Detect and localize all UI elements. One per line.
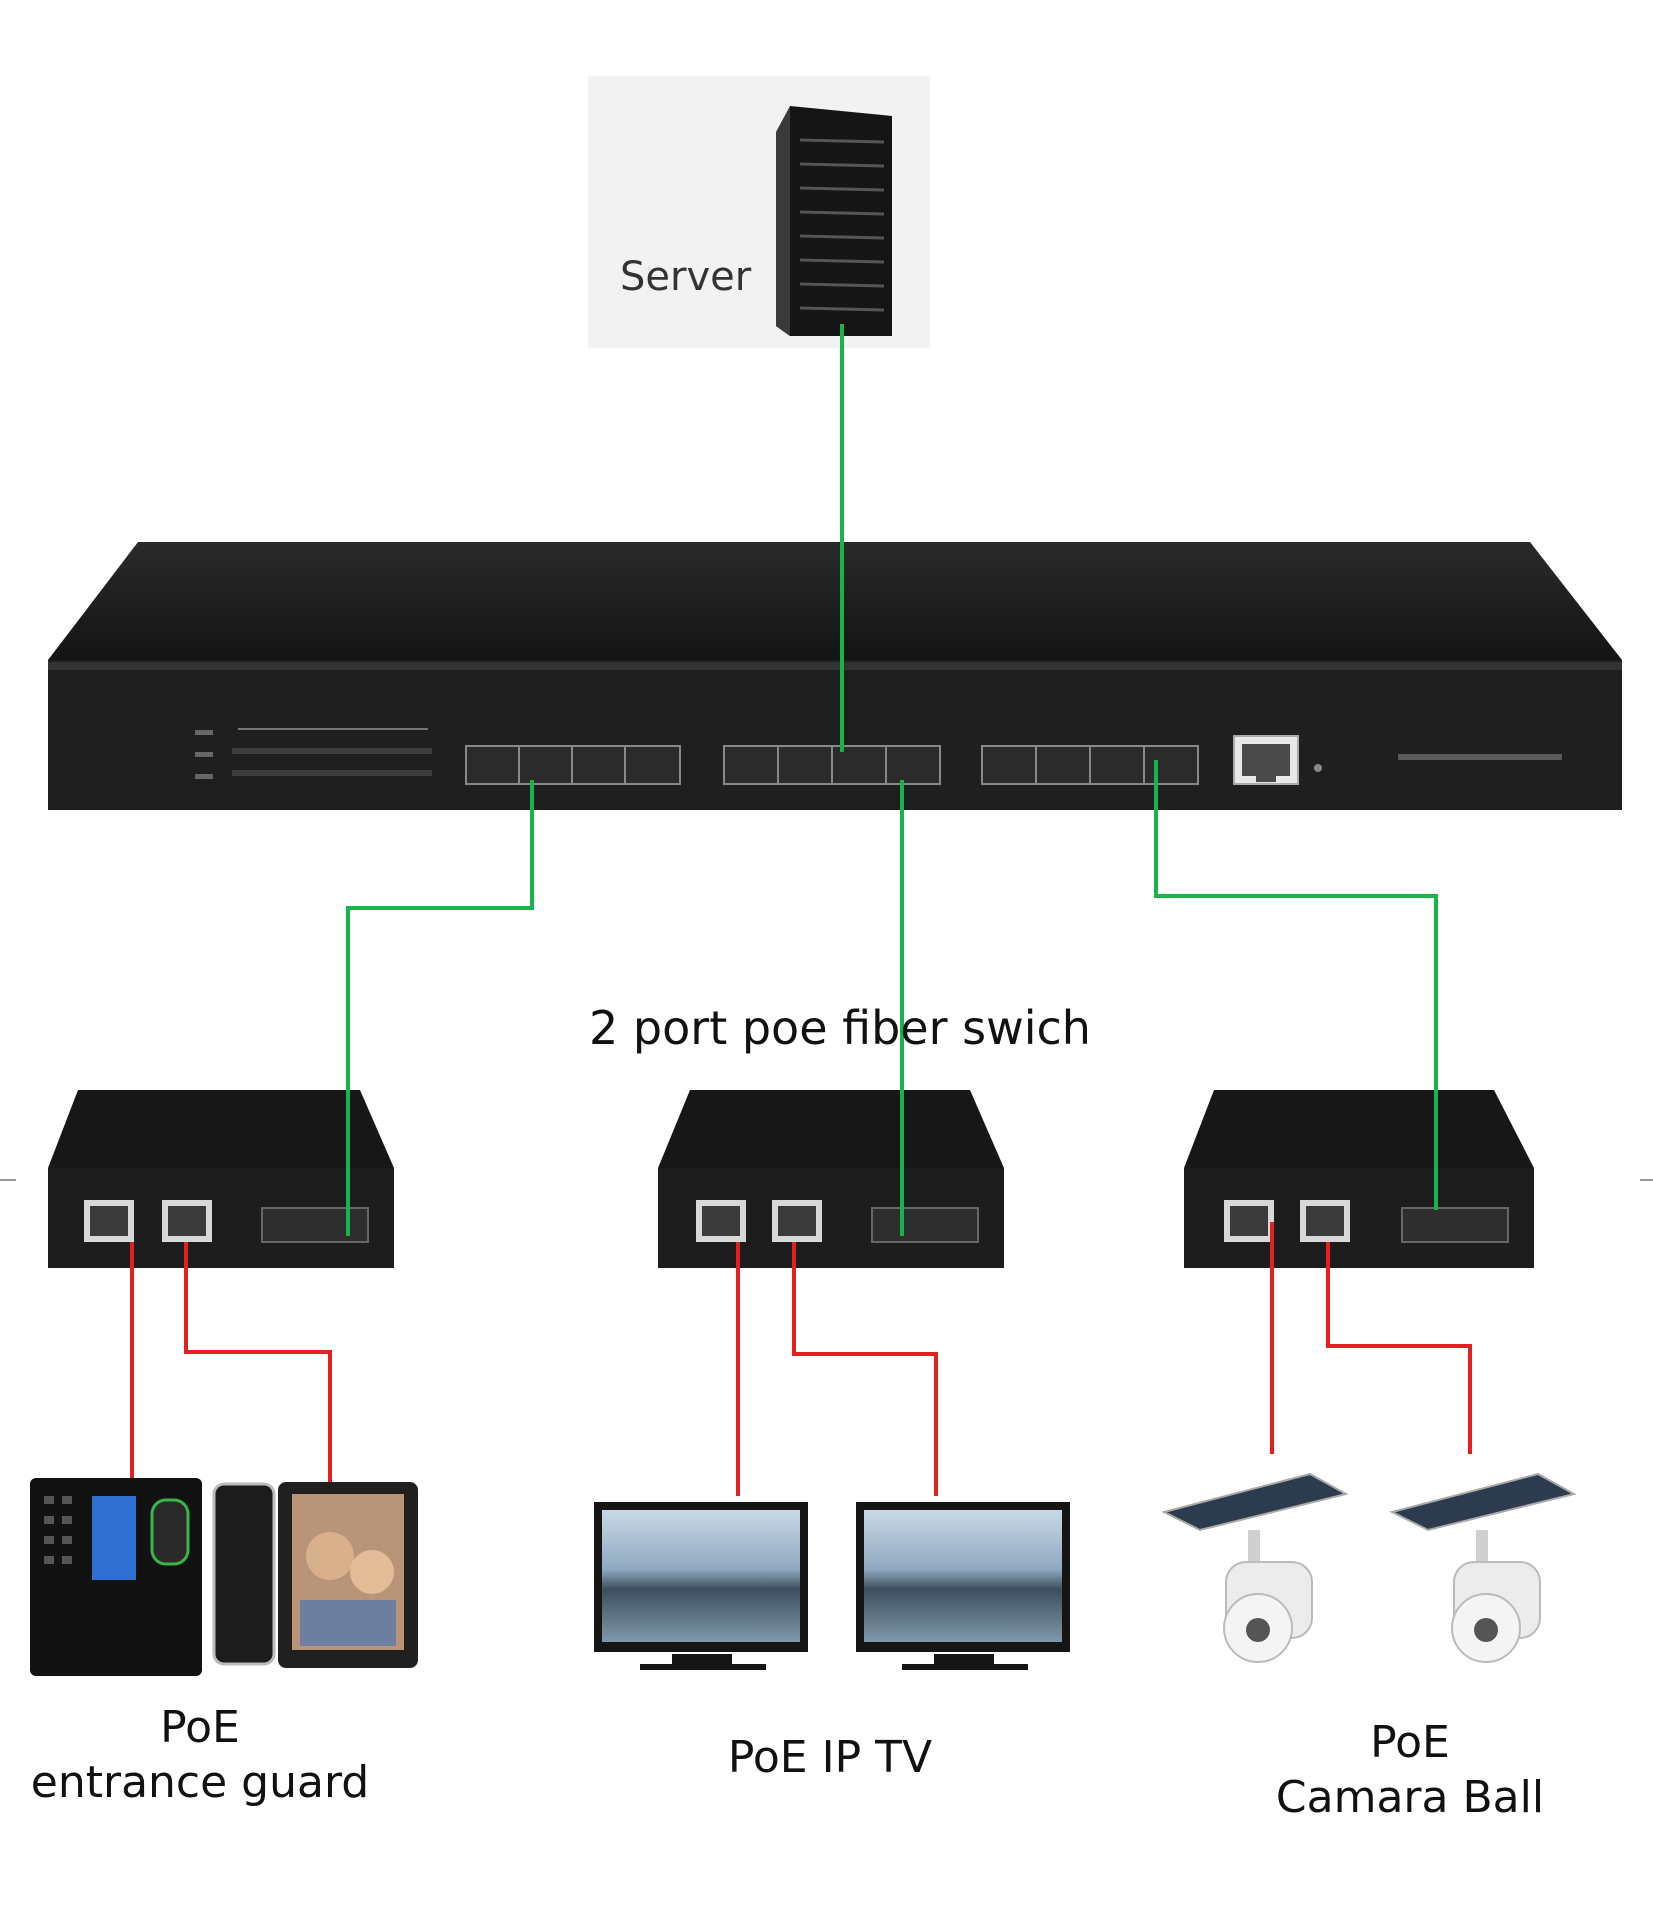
poe-camera-ball-left: [1161, 1472, 1349, 1663]
entrance-guard-label: PoE entrance guard: [10, 1700, 390, 1810]
poe-link-tv-2: [792, 1242, 938, 1496]
video-intercom: [212, 1482, 418, 1668]
camera-ball-label-line1: PoE: [1370, 1717, 1450, 1768]
ip-tv-label: PoE IP TV: [727, 1732, 933, 1783]
camera-ball-label-line2: Camara Ball: [1275, 1772, 1545, 1823]
sfp-port-group-3: [981, 745, 1199, 785]
ip-tv-left: [594, 1502, 808, 1670]
server-device: [588, 76, 930, 348]
sfp-port-group-2: [723, 745, 941, 785]
poe-links: [130, 1222, 1472, 1496]
sfp-port-group-1: [465, 745, 681, 785]
entrance-guard-terminal: [30, 1478, 202, 1676]
camera-ball-label: PoE Camara Ball: [1230, 1715, 1590, 1825]
server-label: Server: [620, 254, 752, 300]
poe-fiber-switch-middle: [658, 1090, 1004, 1268]
fiber-link-right: [1154, 760, 1438, 1210]
poe-link-guard-2: [184, 1242, 332, 1484]
poe-fiber-switch-right: [1184, 1090, 1534, 1268]
ip-tv-right: [856, 1502, 1070, 1670]
console-port: [1233, 735, 1322, 785]
entrance-guard-label-line1: PoE: [160, 1702, 240, 1753]
switch-caption: 2 port poe fiber swich: [589, 1001, 1091, 1055]
led-grid: [232, 728, 432, 776]
fiber-links: [346, 324, 1438, 1236]
fiber-link-left: [346, 780, 534, 1236]
poe-link-camera-2: [1326, 1242, 1472, 1454]
main-sfp-switch: [48, 542, 1622, 810]
poe-camera-ball-right: [1389, 1472, 1577, 1663]
poe-fiber-switch-left: [48, 1090, 394, 1268]
entrance-guard-label-line2: entrance guard: [30, 1757, 370, 1808]
